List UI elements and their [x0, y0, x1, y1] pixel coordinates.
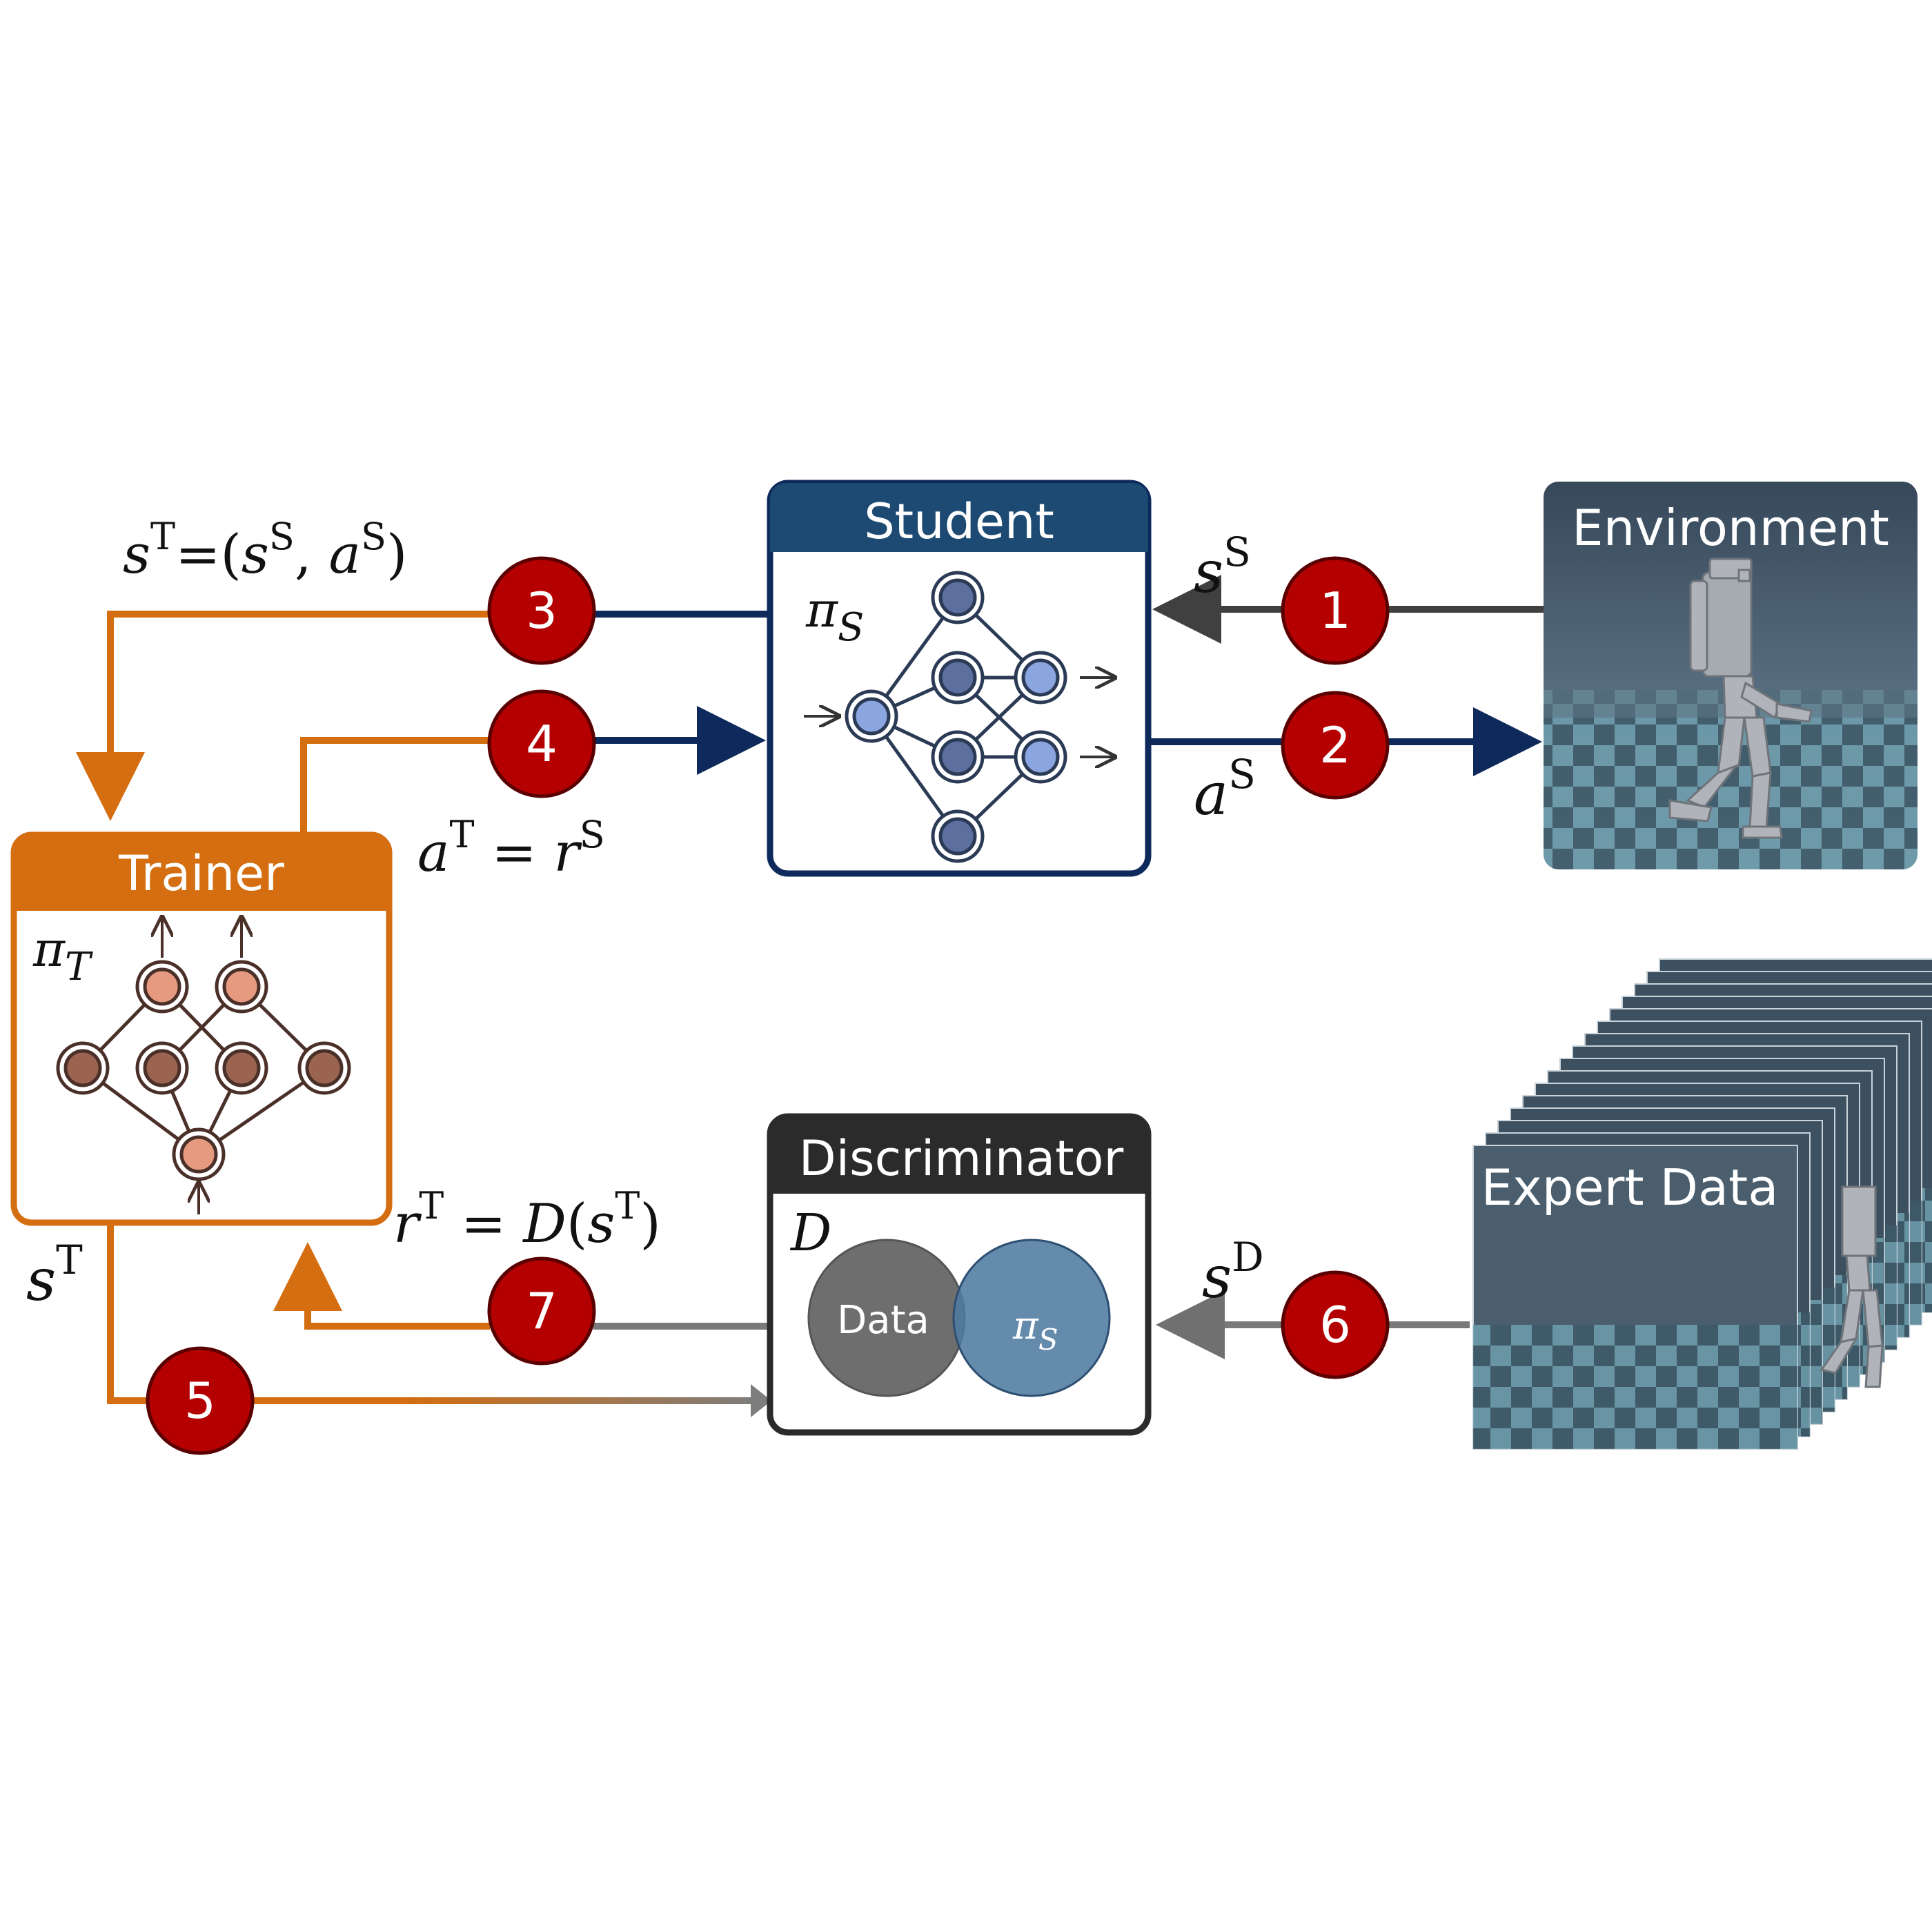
label-aT-equals-rS: aT = rS: [417, 813, 605, 884]
checker-floor: [1544, 690, 1918, 869]
label-sS: sS: [1194, 529, 1251, 606]
svg-text:6: 6: [1319, 1296, 1351, 1354]
step-badge-6: 6: [1281, 1270, 1390, 1379]
robot-icon: [1668, 558, 1813, 839]
svg-text:1: 1: [1319, 582, 1351, 640]
student-policy-label: πS: [805, 582, 864, 650]
step-badge-2: 2: [1281, 691, 1390, 800]
label-sT: sT: [26, 1236, 83, 1314]
step-badge-7: 7: [487, 1256, 596, 1366]
label-sD: sD: [1202, 1234, 1264, 1311]
step-badge-1: 1: [1281, 556, 1390, 665]
robot-icon: [1820, 1185, 1884, 1388]
step-badge-5: 5: [146, 1346, 255, 1455]
svg-text:7: 7: [526, 1282, 558, 1340]
expert-data-title: Expert Data: [1481, 1159, 1779, 1216]
student-box: Student πS: [767, 480, 1152, 877]
label-aS: aS: [1194, 751, 1256, 828]
svg-text:4: 4: [526, 715, 558, 773]
label-rT-equals-D: rT = D(sT): [393, 1184, 661, 1255]
svg-text:2: 2: [1319, 716, 1351, 774]
arrow-trainer-to-disc: [107, 1223, 759, 1404]
svg-text:3: 3: [526, 582, 558, 640]
discriminator-symbol: D: [789, 1203, 831, 1263]
step-badge-4: 4: [487, 689, 596, 798]
arrow-step7-to-trainer: [273, 1242, 490, 1330]
step-badge-3: 3: [487, 556, 596, 665]
environment-title: Environment: [1572, 499, 1889, 557]
venn-policy-circle: [952, 1239, 1111, 1397]
expert-data-panel: [1472, 958, 1932, 1450]
label-sT-definition: sT=(sS, aS): [123, 515, 407, 586]
line-trainer-to-step4: [300, 737, 490, 833]
environment-panel: Environment: [1544, 482, 1918, 869]
expert-frame: [1472, 1145, 1798, 1450]
trainer-box: Trainer πT: [10, 831, 393, 1226]
trainer-policy-label: πT: [32, 921, 93, 989]
trainer-title: Trainer: [118, 845, 284, 902]
venn-data-label: Data: [837, 1298, 929, 1343]
svg-text:5: 5: [184, 1372, 216, 1430]
discriminator-title: Discriminator: [799, 1130, 1124, 1187]
student-title: Student: [864, 493, 1054, 550]
step-badges: 1 2 3 4 5 6 7: [146, 556, 1390, 1455]
venn-policy-label: πS: [1012, 1303, 1058, 1357]
arrow-step3-to-trainer: [76, 611, 490, 821]
discriminator-box: Discriminator D Data πS: [767, 1113, 1152, 1436]
